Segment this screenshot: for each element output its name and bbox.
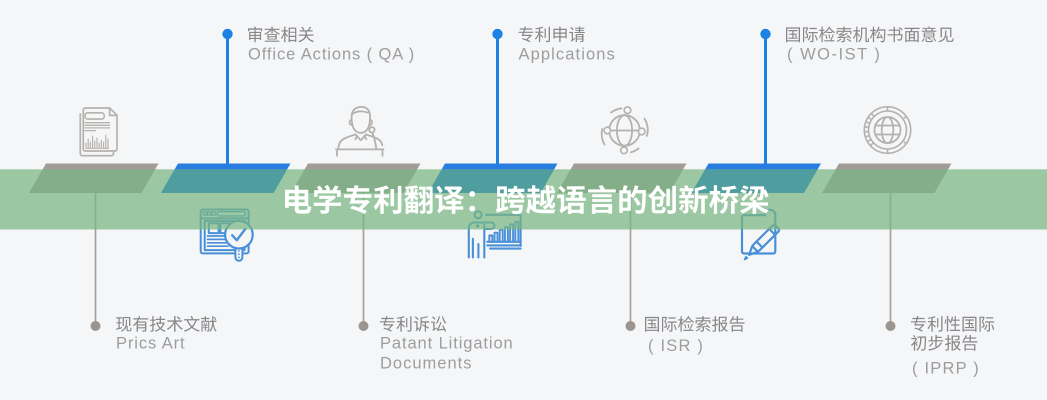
svg-text:Patant Litigation: Patant Litigation [380,334,514,352]
svg-text:( WO-IST ): ( WO-IST ) [787,46,881,64]
svg-text:Documents: Documents [380,354,472,372]
svg-text:Applcations: Applcations [519,45,616,63]
svg-text:Prics Art: Prics Art [116,334,186,352]
svg-text:Office Actions ( QA ): Office Actions ( QA ) [248,45,415,63]
svg-text:( IPRP ): ( IPRP ) [912,360,980,378]
svg-text:( ISR ): ( ISR ) [648,337,704,355]
